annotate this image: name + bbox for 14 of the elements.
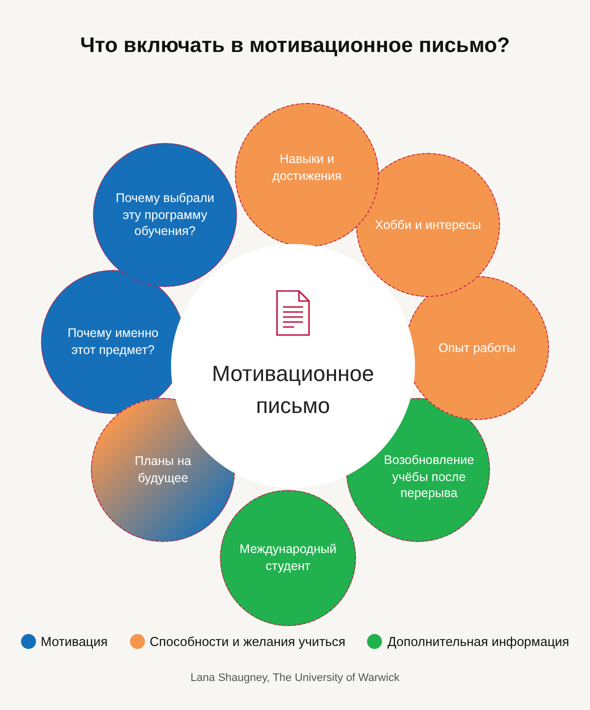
node-text: Возобновление учёбы после перерыва — [382, 452, 476, 502]
legend-text: Дополнительная информация — [387, 634, 570, 649]
node-text: Международный студент — [238, 541, 338, 575]
node-text: Навыки и достижения — [271, 151, 343, 185]
node-text: Мотивационное письмо — [210, 360, 376, 420]
node-text: Хобби и интересы — [375, 216, 481, 234]
node-text: Планы на будущее — [134, 453, 192, 487]
legend-text: Способности и желания учиться — [150, 634, 346, 649]
node-text: Почему выбрали эту программу обучения? — [114, 190, 216, 240]
node-text: Почему именно этот предмет? — [66, 325, 160, 359]
node-text: Опыт работы — [438, 340, 516, 356]
legend-text: Мотивация — [40, 634, 108, 649]
title: Что включать в мотивационное письмо? — [79, 34, 511, 58]
source-caption: Lana Shaugney, The University of Warwick — [190, 672, 400, 684]
